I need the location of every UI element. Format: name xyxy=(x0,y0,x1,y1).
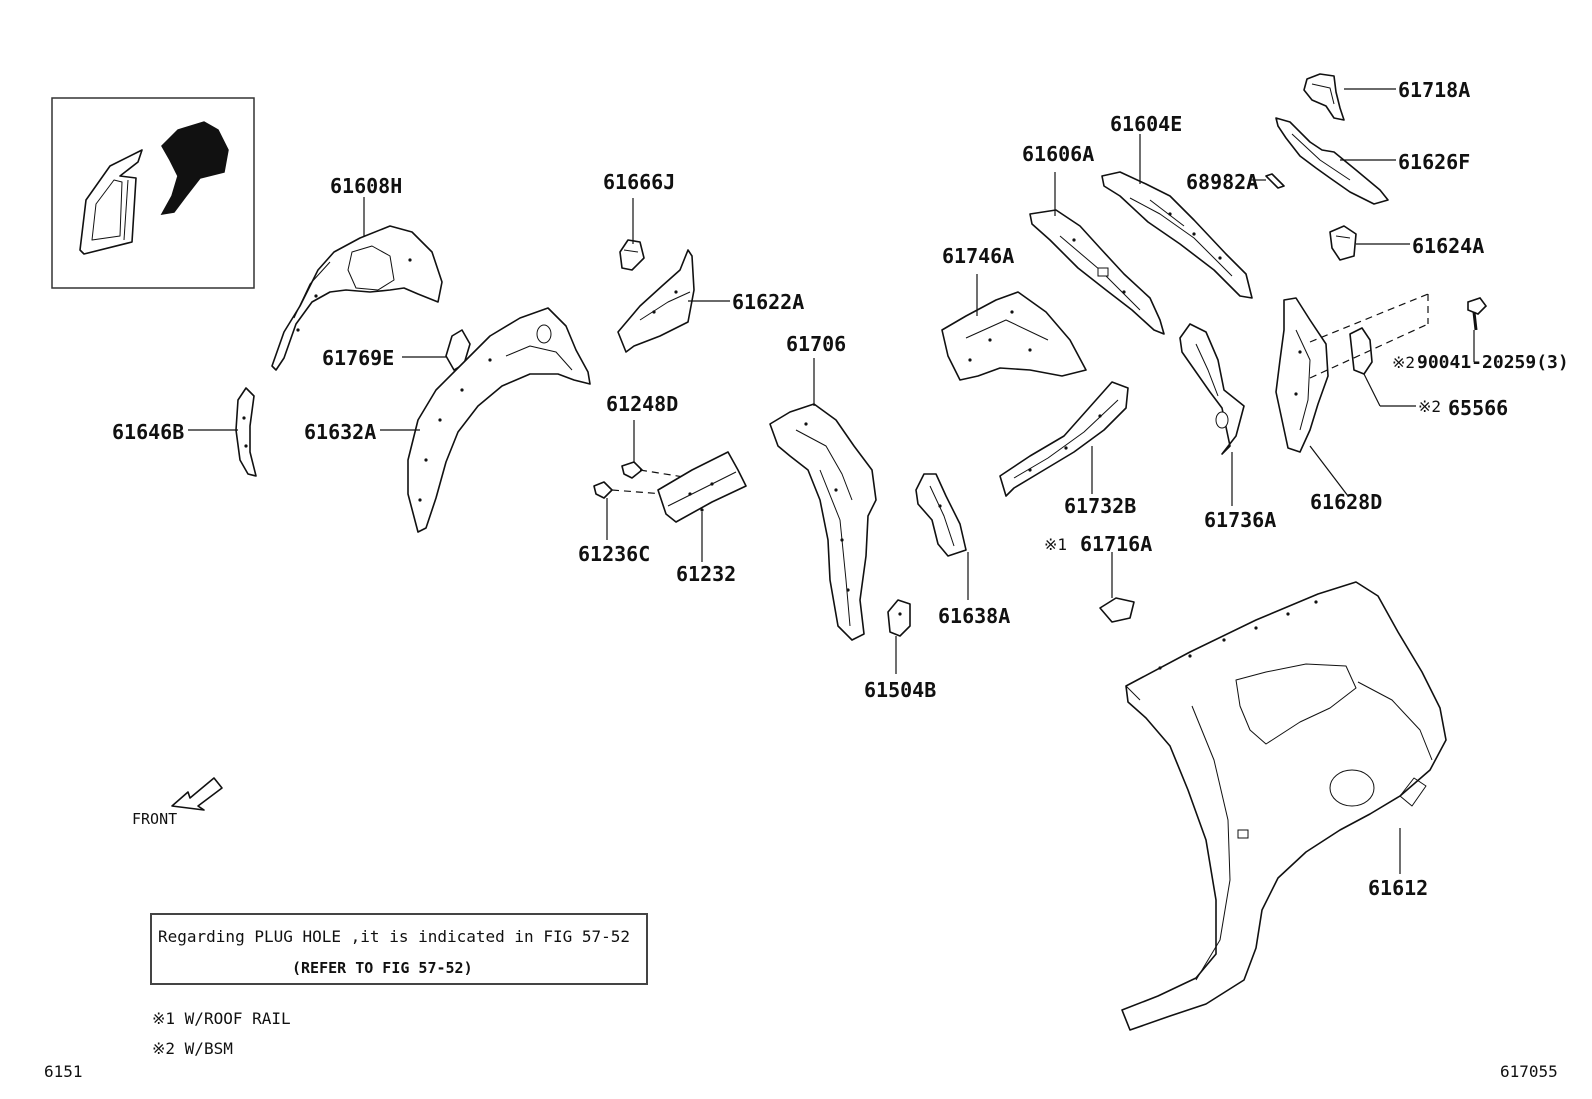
mark-ref-1: ※1 xyxy=(1044,535,1068,554)
figure-ref-right: 617055 xyxy=(1500,1062,1558,1081)
part-68982A-shape xyxy=(1265,173,1285,189)
label-61718A: 61718A xyxy=(1398,78,1471,102)
part-61746A-shape xyxy=(941,291,1087,381)
part-61626F-shape xyxy=(1275,117,1389,205)
label-61604E: 61604E xyxy=(1110,112,1183,136)
label-61622A: 61622A xyxy=(732,290,805,314)
locator-body-frame-icon xyxy=(79,149,143,255)
plug-hole-note: Regarding PLUG HOLE ,it is indicated in … xyxy=(150,913,648,985)
label-61732B: 61732B xyxy=(1064,494,1137,518)
label-61746A: 61746A xyxy=(942,244,1015,268)
footnote-2: ※2 W/BSM xyxy=(152,1039,233,1058)
label-61232: 61232 xyxy=(676,562,737,586)
part-61608H-shape xyxy=(271,225,443,371)
part-61718A-shape xyxy=(1303,73,1345,121)
part-61232-shape xyxy=(657,451,747,523)
locator-highlight-panel-icon xyxy=(160,121,229,215)
label-61769E: 61769E xyxy=(322,346,395,370)
label-90041: 90041-20259(3) xyxy=(1417,352,1569,373)
label-61632A: 61632A xyxy=(304,420,377,444)
label-65566: 65566 xyxy=(1448,396,1509,420)
label-61666J: 61666J xyxy=(603,170,676,194)
part-61666J-shape xyxy=(619,239,645,271)
part-61638A-shape xyxy=(915,473,967,557)
part-61732B-shape xyxy=(999,381,1129,497)
label-61504B: 61504B xyxy=(864,678,937,702)
part-61236C-shape xyxy=(593,481,613,499)
part-61606A-shape xyxy=(1029,209,1165,335)
label-61236C: 61236C xyxy=(578,542,651,566)
part-61622A-shape xyxy=(617,249,695,353)
label-61646B: 61646B xyxy=(112,420,185,444)
mark-ref-2-bracket: ※2 xyxy=(1418,397,1442,416)
label-61626F: 61626F xyxy=(1398,150,1471,174)
label-61608H: 61608H xyxy=(330,174,403,198)
note-line-2: (REFER TO FIG 57-52) xyxy=(292,959,473,977)
part-61706-shape xyxy=(769,403,877,641)
label-61248D: 61248D xyxy=(606,392,679,416)
label-61624A: 61624A xyxy=(1412,234,1485,258)
label-68982A: 68982A xyxy=(1186,170,1259,194)
figure-ref-left: 6151 xyxy=(44,1062,83,1081)
part-61628D-shape xyxy=(1275,297,1329,453)
part-90041-bolt-icon xyxy=(1467,297,1488,331)
part-61646B-shape xyxy=(235,387,257,477)
part-61612-shape xyxy=(1121,581,1447,1031)
part-61624A-shape xyxy=(1329,225,1357,261)
part-61716A-shape xyxy=(1099,597,1135,623)
locator-inset xyxy=(51,97,255,289)
label-61612: 61612 xyxy=(1368,876,1429,900)
part-65566-shape xyxy=(1349,327,1373,375)
label-61628D: 61628D xyxy=(1310,490,1383,514)
note-line-1: Regarding PLUG HOLE ,it is indicated in … xyxy=(158,927,631,946)
label-61716A: 61716A xyxy=(1080,532,1153,556)
label-61606A: 61606A xyxy=(1022,142,1095,166)
part-61248D-shape xyxy=(621,461,643,479)
part-61604E-shape xyxy=(1101,171,1253,299)
front-arrow-icon xyxy=(171,777,223,811)
front-label: FRONT xyxy=(132,810,178,828)
label-61736A: 61736A xyxy=(1204,508,1277,532)
footnote-1: ※1 W/ROOF RAIL xyxy=(152,1009,291,1028)
part-61736A-shape xyxy=(1179,323,1245,455)
part-61504B-shape xyxy=(887,599,911,637)
mark-ref-2-bolt: ※2 xyxy=(1392,353,1416,372)
part-61769E-shape xyxy=(445,329,471,371)
label-61706: 61706 xyxy=(786,332,847,356)
part-61632A-shape xyxy=(407,307,591,533)
label-61638A: 61638A xyxy=(938,604,1011,628)
